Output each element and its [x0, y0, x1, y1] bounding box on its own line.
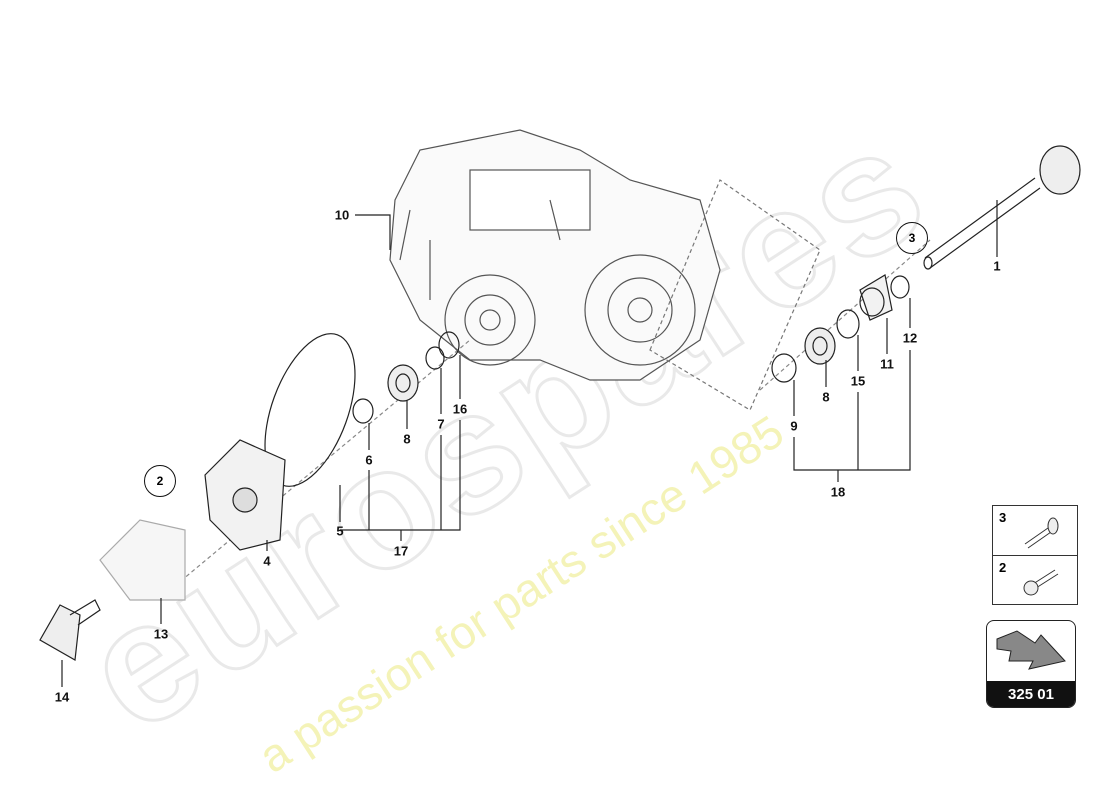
ring-12 — [890, 275, 910, 299]
callout-13: 13 — [153, 626, 169, 642]
catalog-number: 325 01 — [987, 681, 1075, 707]
transmission-housing — [389, 129, 721, 381]
dashed-outline — [649, 179, 821, 411]
circled-callout-2: 2 — [144, 465, 176, 497]
legend-item-3: 3 — [992, 505, 1078, 557]
circlip-9 — [771, 353, 797, 383]
circled-callout-3: 3 — [896, 222, 928, 254]
bearing-8-right — [804, 327, 836, 365]
ring-15 — [836, 309, 860, 339]
callout-18: 18 — [830, 484, 846, 500]
housing-11 — [859, 274, 893, 321]
callout-6: 6 — [365, 452, 373, 468]
callout-17: 17 — [393, 543, 409, 559]
assembly-axis — [169, 239, 931, 591]
callout-14: 14 — [54, 689, 70, 705]
callout-7: 7 — [437, 416, 445, 432]
legend-number: 2 — [999, 560, 1007, 575]
flange-bolt-icon — [1023, 569, 1059, 596]
callout-1: 1 — [993, 258, 1001, 274]
circlip-7 — [425, 346, 445, 370]
catalog-reference[interactable]: 325 01 — [986, 620, 1076, 708]
part-13 — [99, 519, 186, 601]
bearing-8-left — [387, 364, 419, 402]
arrow-icon — [996, 630, 1066, 670]
leader-lines — [61, 200, 998, 687]
drive-shaft — [923, 145, 1081, 270]
callout-8-right: 8 — [822, 389, 830, 405]
callout-11: 11 — [880, 356, 894, 372]
legend-item-2: 2 — [992, 555, 1078, 605]
callout-8-left: 8 — [403, 431, 411, 447]
callout-16: 16 — [452, 401, 468, 417]
bolt-icon — [1024, 517, 1059, 549]
flange-14 — [39, 604, 81, 661]
callout-10: 10 — [334, 207, 350, 223]
seal-6 — [352, 398, 374, 424]
legend-number: 3 — [999, 510, 1007, 525]
callout-15: 15 — [850, 373, 866, 389]
callout-12: 12 — [902, 330, 918, 346]
ring-16 — [438, 331, 460, 359]
callout-9: 9 — [790, 418, 798, 434]
callout-5: 5 — [336, 523, 344, 539]
callout-4: 4 — [263, 553, 271, 569]
